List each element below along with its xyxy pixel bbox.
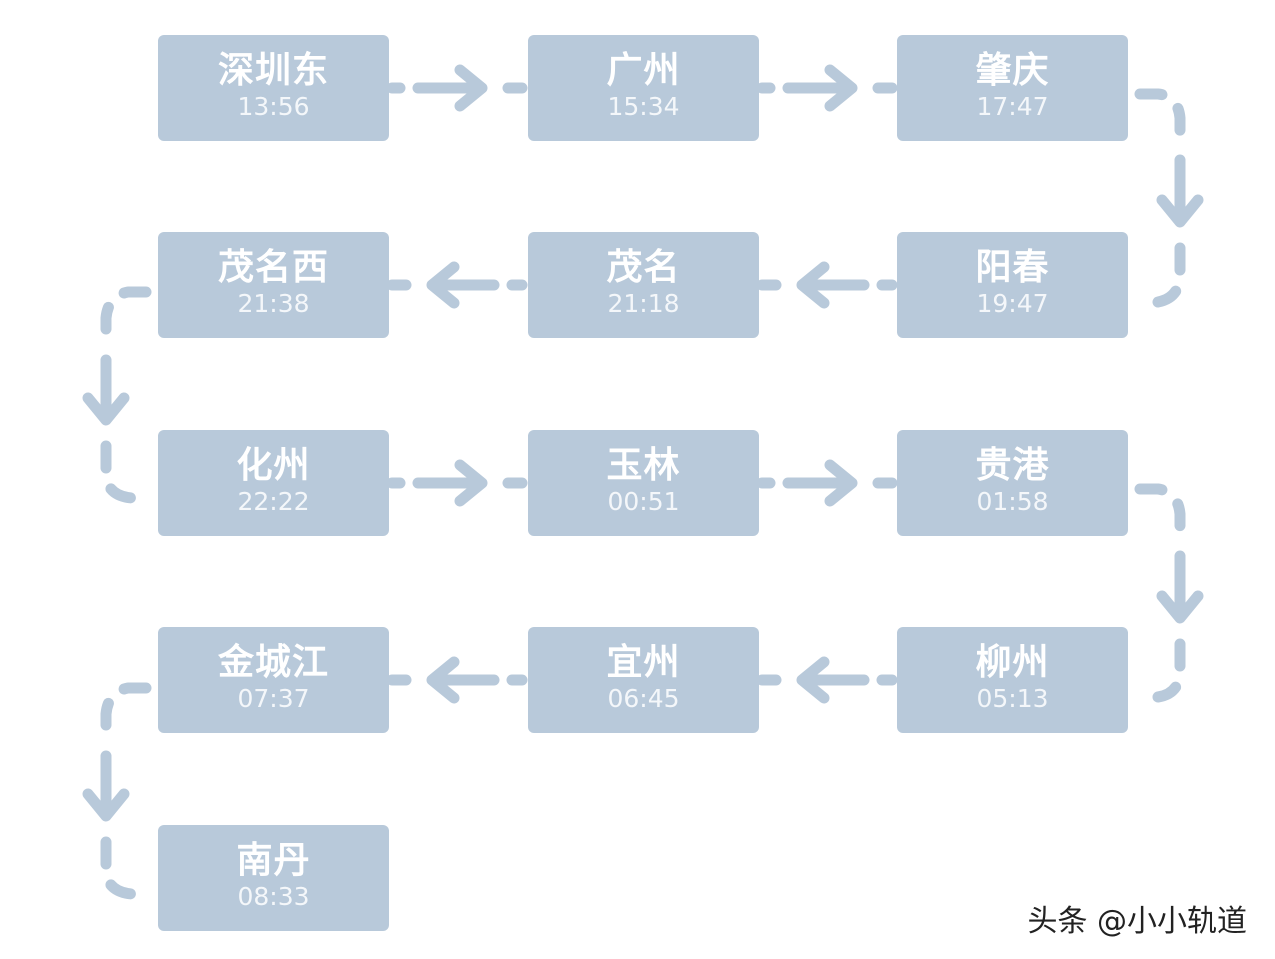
station-time: 21:38 [237,289,310,318]
connector-yangchun-maoming [756,261,898,309]
station-box: 广州 15:34 [528,35,759,141]
station-name: 金城江 [217,642,329,683]
station-box: 茂名 21:18 [528,232,759,338]
connector-maomingxi-huazhou [82,286,152,504]
station-name: 南丹 [236,840,311,881]
connector-guigang-liuzhou [1134,483,1204,703]
station-box: 阳春 19:47 [897,232,1128,338]
station-box: 南丹 08:33 [158,825,389,931]
watermark: 头条 @小小轨道 [1027,904,1247,939]
station-box: 宜州 06:45 [528,627,759,733]
station-box: 化州 22:22 [158,430,389,536]
station-box: 茂名西 21:38 [158,232,389,338]
station-box: 深圳东 13:56 [158,35,389,141]
station-name: 宜州 [606,642,681,683]
station-name: 茂名西 [217,247,329,288]
connector-shenzhen-guangzhou [386,64,528,112]
station-time: 05:13 [976,684,1049,713]
connector-liuzhou-yizhou [756,656,898,704]
station-name: 化州 [236,445,311,486]
station-box: 金城江 07:37 [158,627,389,733]
station-time: 21:18 [607,289,680,318]
station-name: 广州 [606,50,681,91]
station-box: 玉林 00:51 [528,430,759,536]
station-box: 贵港 01:58 [897,430,1128,536]
connector-yizhou-jinchengjiang [386,656,528,704]
connector-yulin-guigang [756,459,898,507]
station-name: 肇庆 [975,50,1050,91]
station-box: 柳州 05:13 [897,627,1128,733]
connector-guangzhou-zhaoqing [756,64,898,112]
connector-huazhou-yulin [386,459,528,507]
station-time: 08:33 [237,882,310,911]
station-name: 阳春 [975,247,1050,288]
station-box: 肇庆 17:47 [897,35,1128,141]
connector-zhaoqing-yangchun [1134,88,1204,308]
station-name: 贵港 [975,445,1050,486]
connector-jinchengjiang-nandan [82,682,152,900]
station-time: 17:47 [976,92,1049,121]
station-name: 深圳东 [217,50,329,91]
station-name: 玉林 [606,445,681,486]
station-time: 22:22 [237,487,310,516]
station-time: 01:58 [976,487,1049,516]
station-time: 15:34 [607,92,680,121]
station-time: 00:51 [607,487,680,516]
station-time: 06:45 [607,684,680,713]
station-time: 07:37 [237,684,310,713]
station-time: 19:47 [976,289,1049,318]
station-time: 13:56 [237,92,310,121]
station-name: 茂名 [606,247,681,288]
station-name: 柳州 [975,642,1050,683]
connector-maoming-maomingxi [386,261,528,309]
